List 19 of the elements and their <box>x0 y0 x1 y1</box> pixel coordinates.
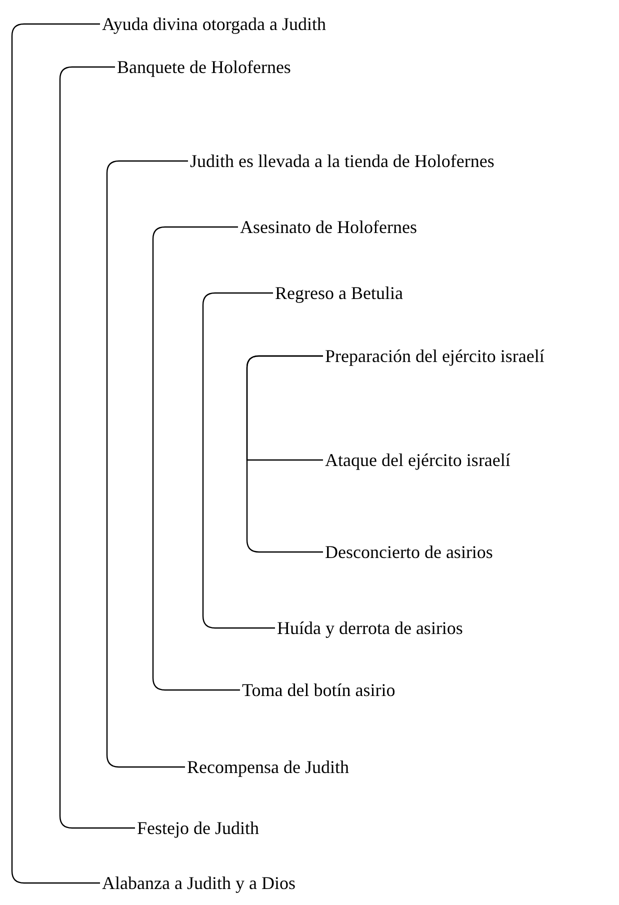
event-label: Huída y derrota de asirios <box>275 617 465 639</box>
event-label: Banquete de Holofernes <box>115 56 293 78</box>
bracket-line <box>152 226 240 691</box>
event-label: Desconcierto de asirios <box>323 541 495 563</box>
bracket-line <box>59 66 135 829</box>
bracket-line <box>11 23 100 884</box>
bracket-line <box>202 292 275 629</box>
event-label: Judith es llevada a la tienda de Holofernes <box>188 150 496 172</box>
event-label: Festejo de Judith <box>135 817 261 839</box>
event-label: Asesinato de Holofernes <box>238 216 419 238</box>
event-label: Alabanza a Judith y a Dios <box>100 872 298 894</box>
event-label: Ataque del ejército israelí <box>323 449 512 471</box>
bracket-line <box>246 355 323 461</box>
event-label: Recompensa de Judith <box>185 756 351 778</box>
event-label: Preparación del ejército israelí <box>323 345 546 367</box>
event-label: Regreso a Betulia <box>273 282 405 304</box>
bracket-line <box>106 160 188 768</box>
event-label: Toma del botín asirio <box>240 679 398 701</box>
event-label: Ayuda divina otorgada a Judith <box>100 13 328 35</box>
